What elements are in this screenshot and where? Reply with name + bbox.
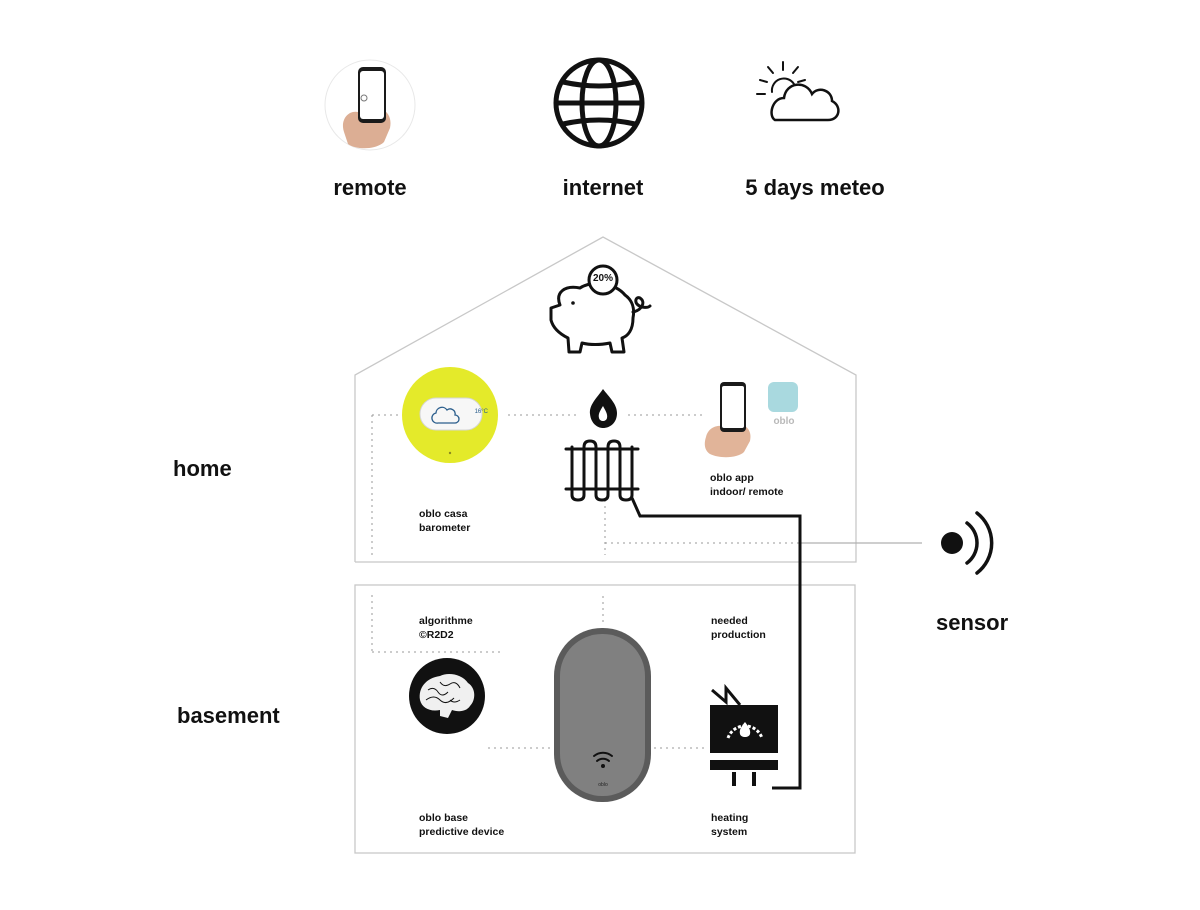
basement-dotted-connectors — [371, 595, 705, 749]
globe-icon — [553, 57, 645, 149]
brain-icon — [409, 658, 485, 734]
remote-label: remote — [333, 175, 407, 200]
oblo-brand-text: oblo — [773, 416, 795, 427]
oblo-base-device — [554, 628, 651, 802]
home-label: home — [173, 456, 232, 481]
basement-label: basement — [177, 703, 280, 728]
algorithm-label: algorithme ©R2D2 — [419, 615, 473, 641]
boiler-icon — [710, 683, 778, 786]
radiator-flame-icon — [564, 389, 640, 502]
casa-screen-text: 16°C — [474, 409, 488, 415]
oblo-teal-square — [768, 382, 798, 412]
internet-label: internet — [562, 175, 644, 200]
home-dotted-connectors — [371, 414, 800, 555]
phone-in-hand-icon-home — [704, 382, 751, 458]
savings-badge: 20% — [592, 273, 613, 284]
basement-outline — [354, 584, 856, 854]
oblo-app-label: oblo app indoor/ remote — [710, 472, 784, 498]
oblo-casa-label: oblo casa barometer — [419, 508, 471, 534]
phone-in-hand-icon-remote — [324, 59, 416, 151]
heating-system-label: heating system — [711, 812, 749, 838]
oblo-base-label: oblo base predictive device — [419, 812, 505, 838]
device-brand-text: oblo — [598, 782, 608, 788]
heating-pipe — [630, 497, 802, 790]
house-roof-outline — [354, 236, 857, 563]
meteo-label: 5 days meteo — [745, 175, 885, 200]
piggy-bank-icon — [549, 264, 652, 354]
oblo-casa-device — [402, 367, 498, 463]
sun-cloud-icon — [756, 61, 840, 122]
wireless-signal-icon — [941, 511, 994, 575]
needed-production-label: needed production — [711, 615, 766, 641]
sensor-label: sensor — [936, 610, 1009, 635]
